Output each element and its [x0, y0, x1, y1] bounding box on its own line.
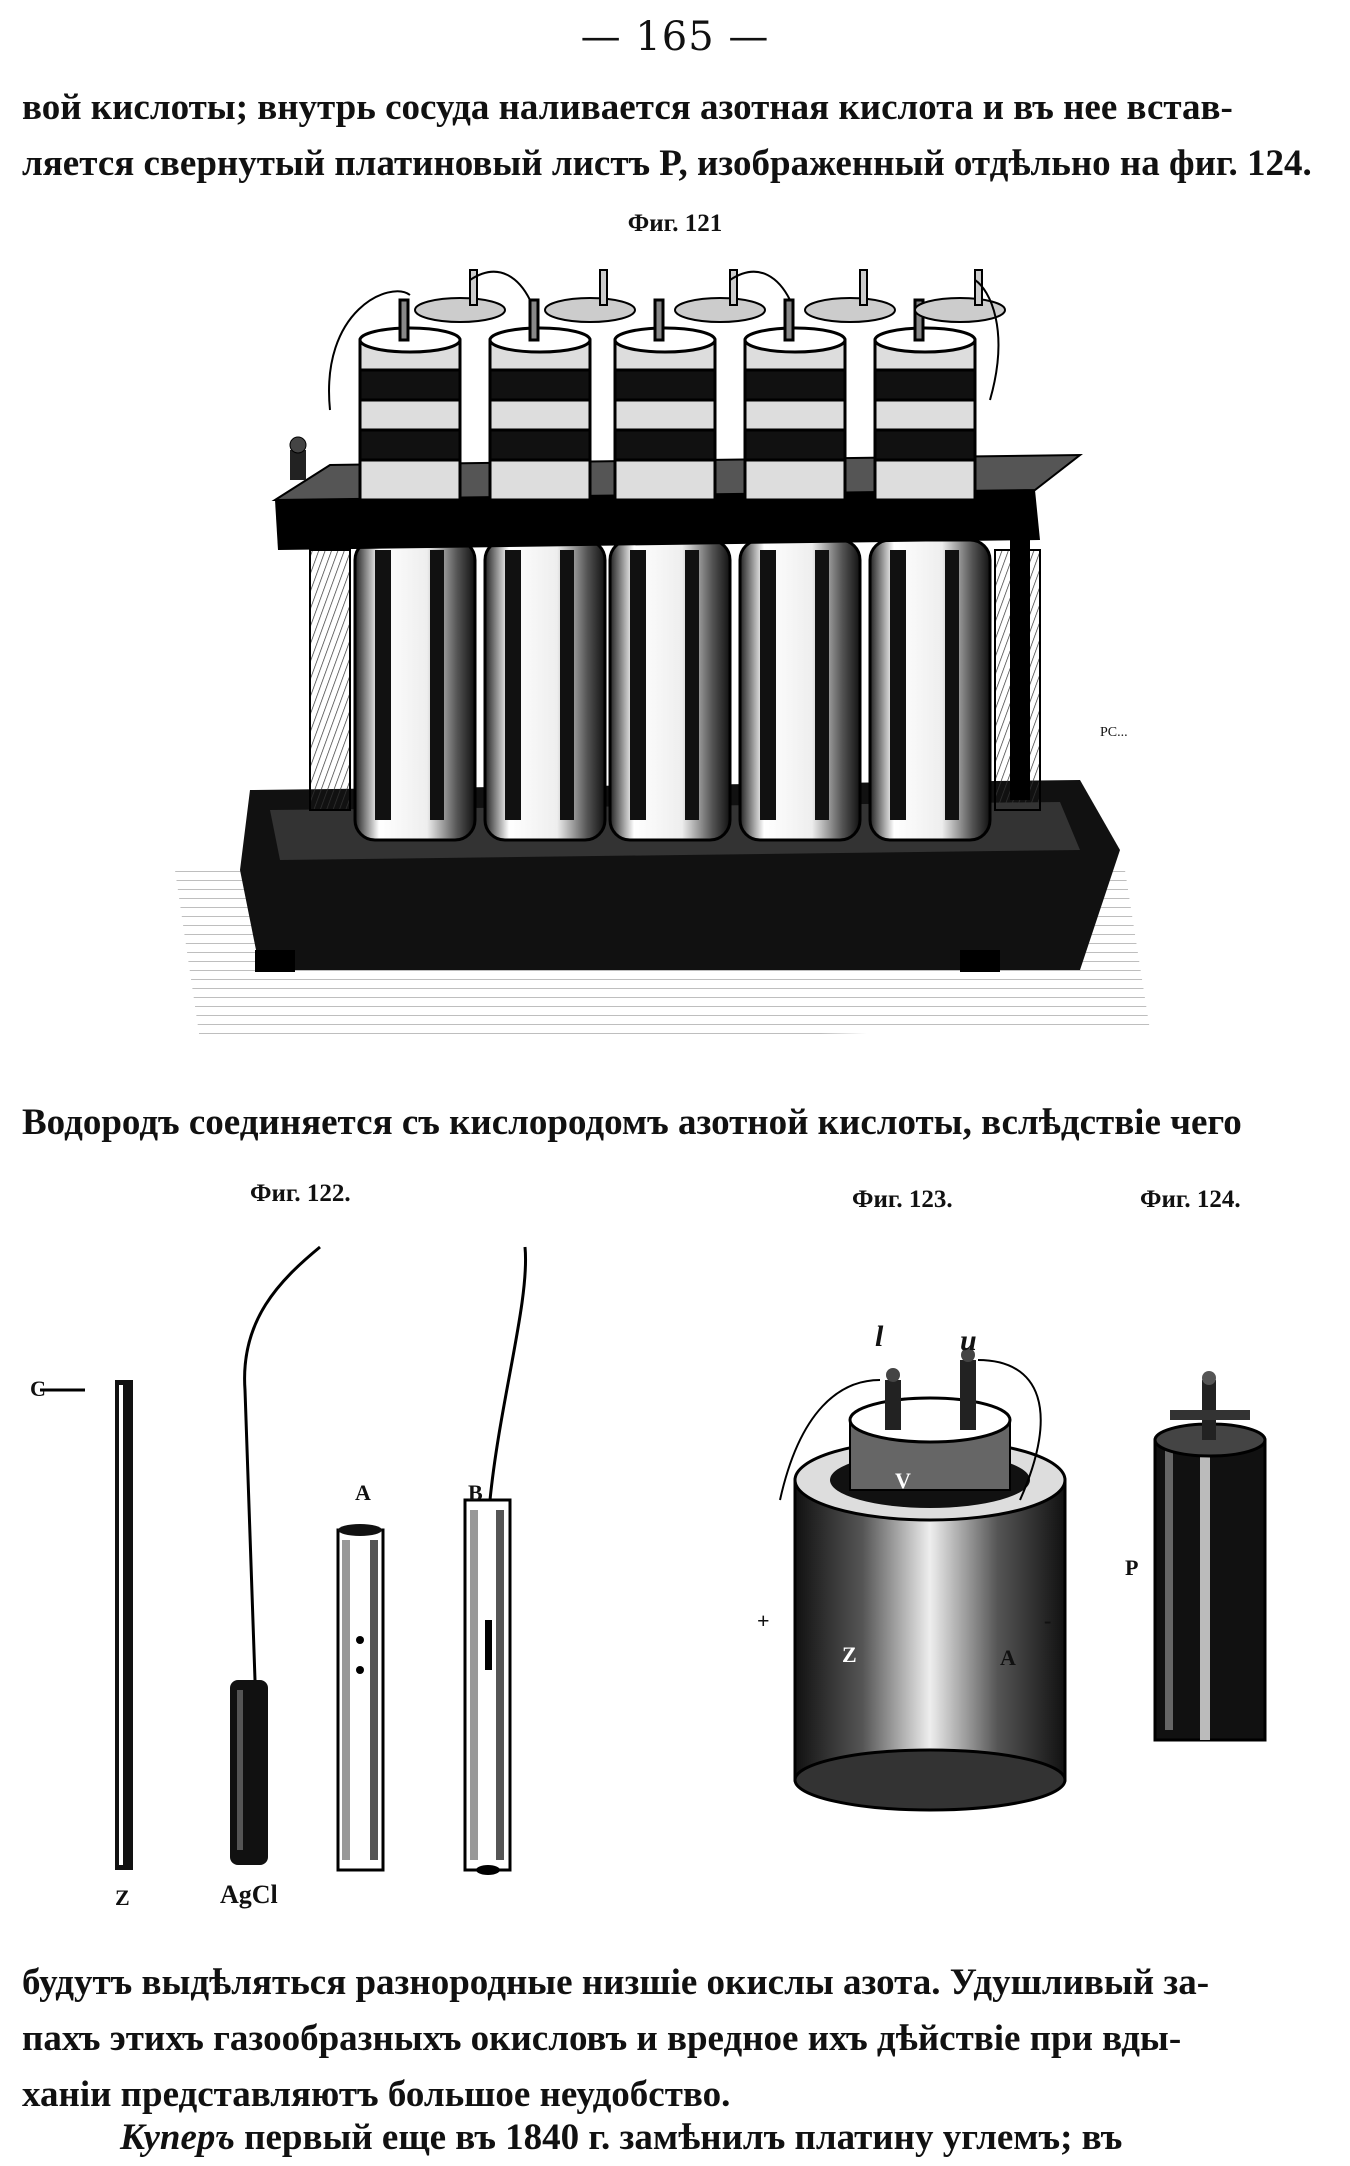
- person-name: Куперъ: [120, 2117, 235, 2158]
- paragraph-last: Куперъ первый еще въ 1840 г. замѣнилъ пл…: [120, 2110, 1332, 2166]
- jar: [608, 538, 732, 842]
- fig123-cell-engraving: [779, 1348, 1067, 1812]
- fig122-label-c: C: [30, 1376, 46, 1401]
- cell-top: [358, 298, 462, 502]
- text-line: вой кислоты; внутрь сосуда наливается аз…: [22, 87, 1233, 128]
- fig123-label-a: A: [1000, 1645, 1016, 1670]
- jar: [738, 538, 862, 842]
- paragraph-top: вой кислоты; внутрь сосуда наливается аз…: [22, 80, 1332, 192]
- fig122-label-b: B: [468, 1480, 483, 1505]
- fig122-label-a: A: [355, 1480, 371, 1505]
- fig124-platinum-sheet-engraving: [1153, 1371, 1267, 1742]
- tube-b: [463, 1246, 528, 1875]
- fig123-label-v: V: [895, 1468, 911, 1493]
- text-line: пахъ этихъ газообразныхъ окисловъ и вред…: [22, 2018, 1182, 2059]
- fig122-caption: Фиг. 122.: [250, 1180, 351, 1207]
- fig123-caption: Фиг. 123.: [852, 1186, 953, 1213]
- cell-top: [743, 298, 847, 502]
- text-line: ханіи представляютъ большое неудобство.: [22, 2074, 731, 2115]
- fig121-caption: Фиг. 121: [627, 210, 723, 237]
- text-line: ляется свернутый платиновый листъ P, изо…: [22, 143, 1312, 184]
- jar: [868, 538, 992, 842]
- fig123-label-plus: +: [757, 1608, 770, 1633]
- page-number: — 165 —: [580, 14, 770, 60]
- fig122-label-agcl: AgCl: [220, 1880, 278, 1909]
- fig122-label-z: Z: [115, 1885, 130, 1910]
- fig123-label-minus: -: [1044, 1608, 1052, 1633]
- jar: [353, 538, 477, 842]
- cell-top: [873, 298, 977, 502]
- fig123-label-z: Z: [842, 1642, 857, 1667]
- text-line: будутъ выдѣляться разнородные низшіе оки…: [22, 1962, 1210, 2003]
- fig123-label-u: u: [960, 1324, 977, 1357]
- cell-top: [613, 298, 717, 502]
- fig122-electrodes-engraving: [40, 1245, 528, 1875]
- tube-a: [336, 1524, 385, 1872]
- zinc-rod: [40, 1380, 133, 1870]
- fig123-label-l: l: [875, 1320, 884, 1353]
- silver-chloride-electrode: [230, 1245, 321, 1865]
- cell-top: [488, 298, 592, 502]
- fig121-battery-engraving: [175, 269, 1150, 1040]
- paragraph-bottom: будутъ выдѣляться разнородные низшіе оки…: [22, 1955, 1332, 2123]
- fig121-signature: PC...: [1100, 725, 1128, 740]
- text-line: первый еще въ 1840 г. замѣнилъ платину у…: [234, 2117, 1123, 2158]
- fig124-label-p: P: [1125, 1555, 1139, 1580]
- jar: [483, 538, 607, 842]
- fig124-caption: Фиг. 124.: [1140, 1186, 1241, 1213]
- paragraph-middle: Водородъ соединяется съ кислородомъ азот…: [22, 1102, 1242, 1143]
